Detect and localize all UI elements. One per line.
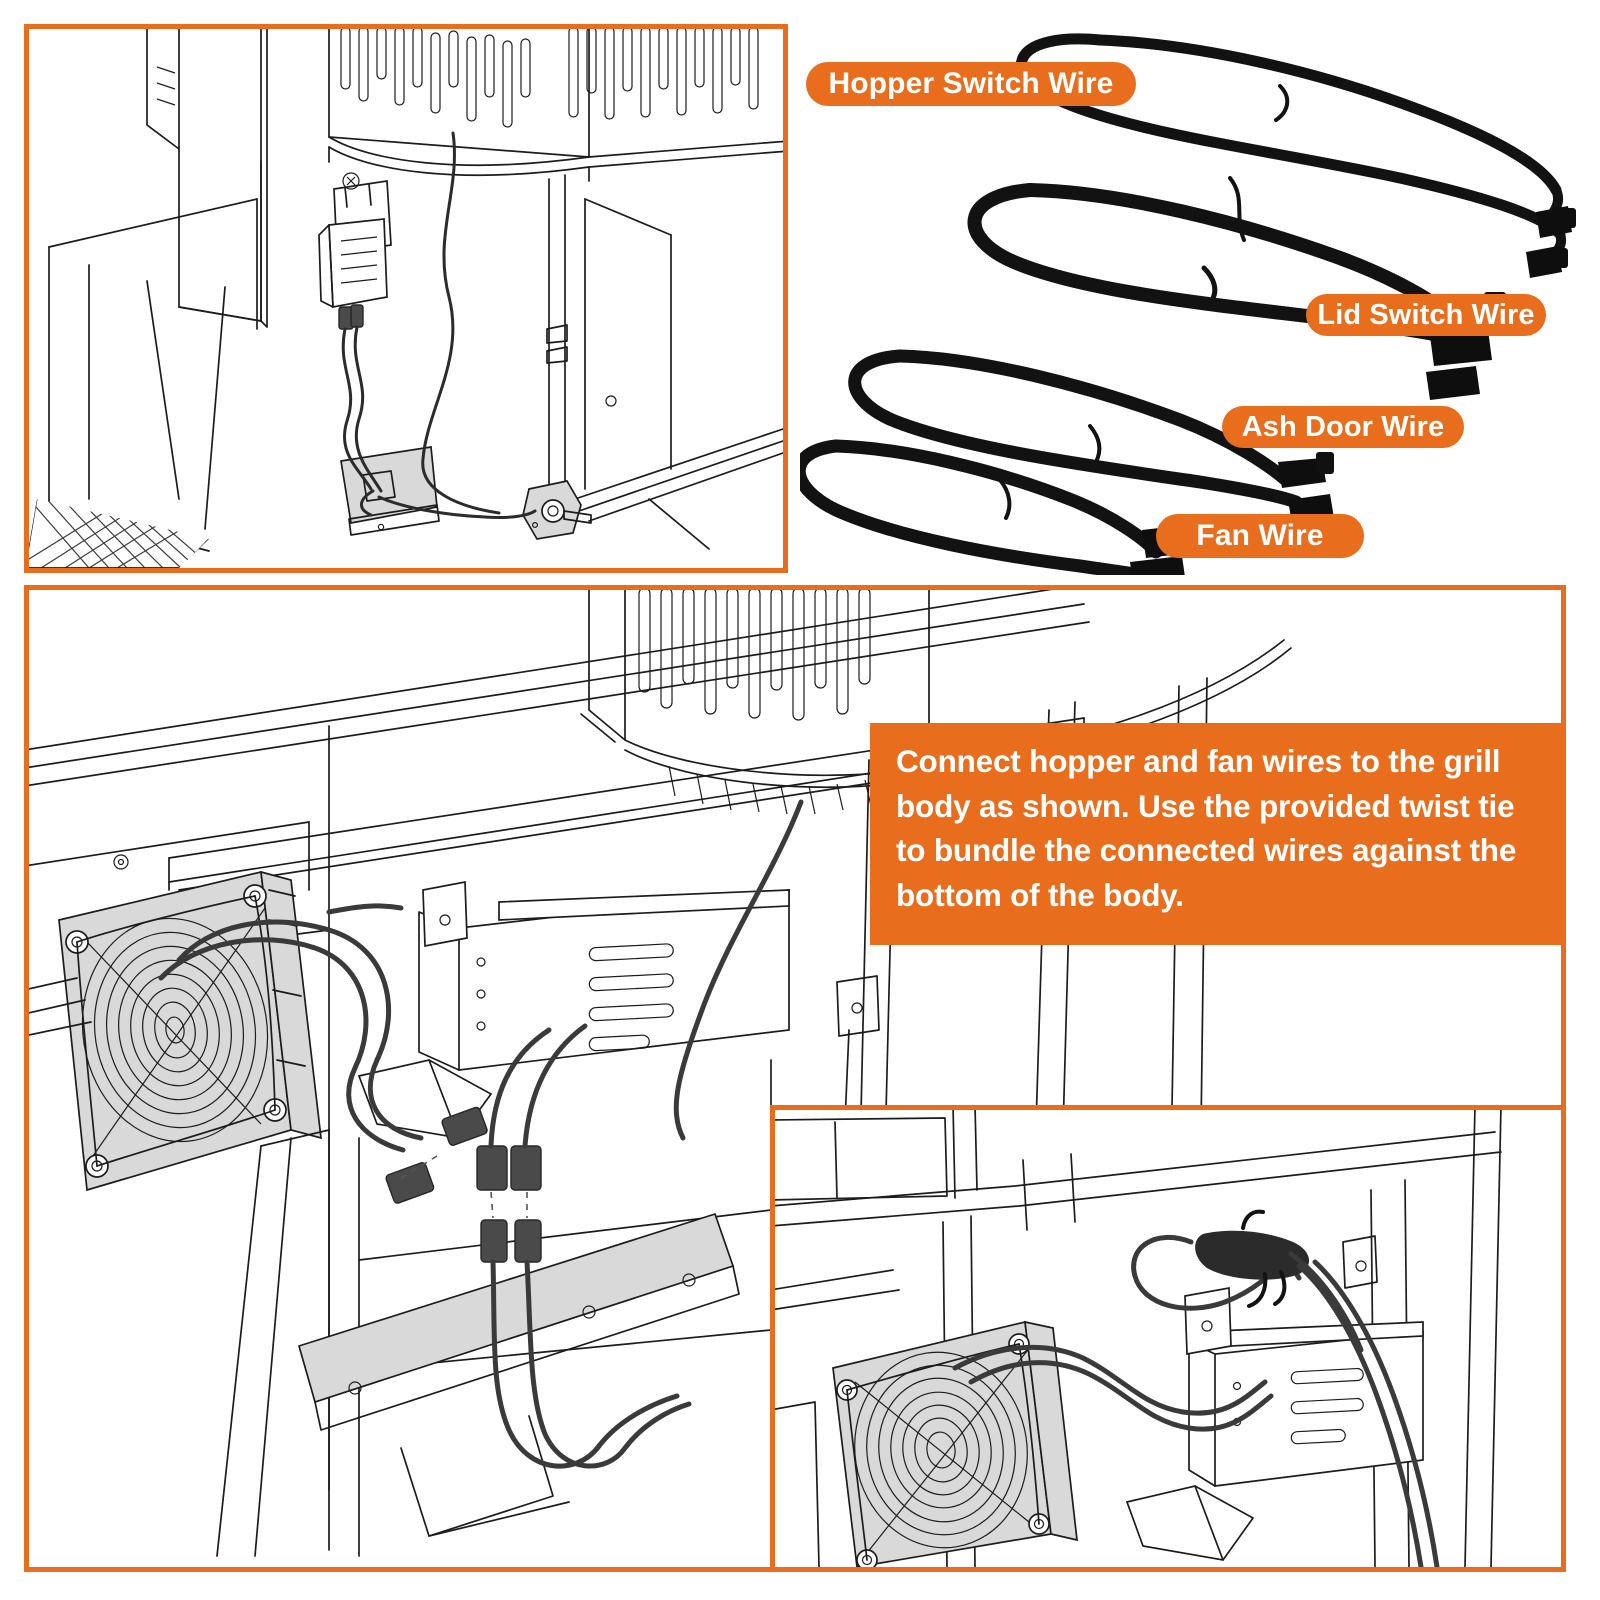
inset-bundled-wires xyxy=(952,1209,1440,1567)
fan-assembly xyxy=(58,870,322,1192)
fan-wire-harness xyxy=(800,439,1208,575)
label-hopper-switch-wire: Hopper Switch Wire xyxy=(806,62,1136,106)
label-hopper-switch-wire-text: Hopper Switch Wire xyxy=(828,67,1114,100)
label-fan-wire-text: Fan Wire xyxy=(1196,519,1324,552)
hopper-switch-wire-harness xyxy=(1016,33,1576,278)
main-wires xyxy=(158,799,804,1469)
bundled-wires-drawing xyxy=(775,1110,1502,1567)
hopper-bracket-assembly xyxy=(318,172,392,309)
label-lid-switch-wire-text: Lid Switch Wire xyxy=(1317,298,1535,331)
controller-housing xyxy=(357,880,790,1139)
right-upright xyxy=(546,174,672,506)
hopper-louver-panel xyxy=(328,29,783,182)
instruction-text: Connect hopper and fan wires to the gril… xyxy=(896,743,1517,914)
hopper-wire-routing-drawing xyxy=(29,29,783,568)
label-lid-switch-wire: Lid Switch Wire xyxy=(1306,294,1546,336)
inset-frame-lines xyxy=(775,1110,1502,1567)
inset-fan-assembly xyxy=(832,1320,1078,1567)
lower-left-rail xyxy=(29,977,92,1036)
side-rail xyxy=(574,428,783,550)
panel-bundled-wires-inset xyxy=(770,1105,1566,1572)
grill-body-panel xyxy=(48,160,262,552)
twist-tie xyxy=(1195,1209,1310,1308)
label-ash-door-wire: Ash Door Wire xyxy=(1222,406,1464,448)
label-fan-wire: Fan Wire xyxy=(1156,514,1364,558)
hopper-left-wall xyxy=(146,29,268,328)
label-ash-door-wire-text: Ash Door Wire xyxy=(1241,410,1445,443)
panel-hopper-wire-routing xyxy=(24,24,788,573)
ash-door-wire-harness xyxy=(848,349,1334,524)
routed-wires xyxy=(338,131,537,519)
bottom-shelf-grate xyxy=(29,499,209,568)
grill-body-top-plate xyxy=(29,590,1090,1491)
lid-switch-wire-harness xyxy=(967,176,1506,400)
fan-connection-drawing xyxy=(29,590,1292,1557)
instruction-callout: Connect hopper and fan wires to the gril… xyxy=(870,723,1566,945)
